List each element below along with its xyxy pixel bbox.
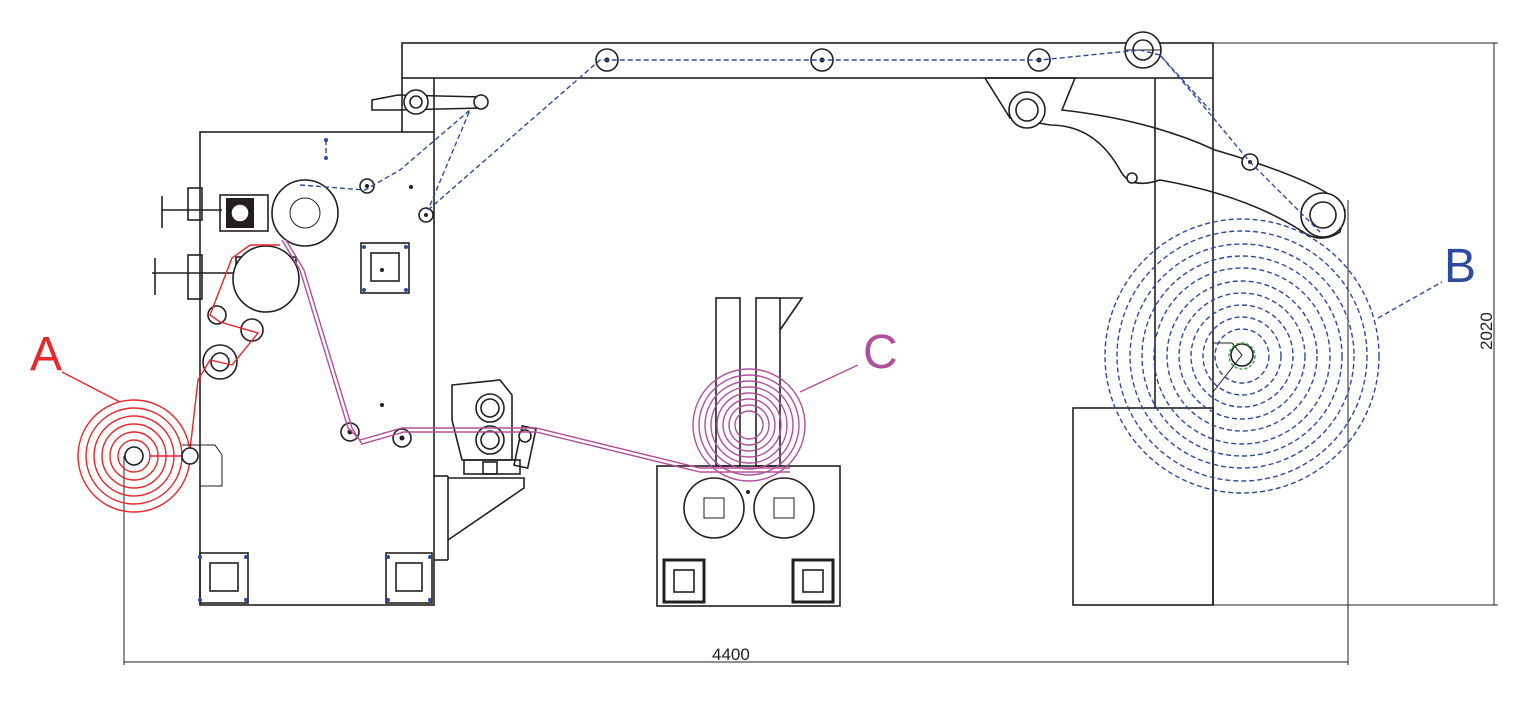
dimension-width: 4400 (123, 200, 1349, 665)
roll-b (1104, 218, 1443, 494)
left-frame (199, 131, 449, 606)
web-path-c (281, 239, 790, 473)
width-dimension-text: 4400 (712, 645, 750, 664)
label-c: C (863, 326, 898, 379)
nip-unit (447, 379, 537, 541)
fastener-dots (198, 138, 750, 602)
roll-a (61, 371, 223, 513)
label-b: B (1444, 240, 1476, 293)
adjust-screw-upper (161, 187, 269, 232)
roll-c (692, 364, 859, 482)
dimension-height: 2020 (1212, 42, 1498, 606)
center-winder (656, 297, 841, 607)
label-a: A (30, 328, 62, 381)
height-dimension-text: 2020 (1477, 312, 1496, 350)
left-frame-rollers (202, 89, 489, 448)
